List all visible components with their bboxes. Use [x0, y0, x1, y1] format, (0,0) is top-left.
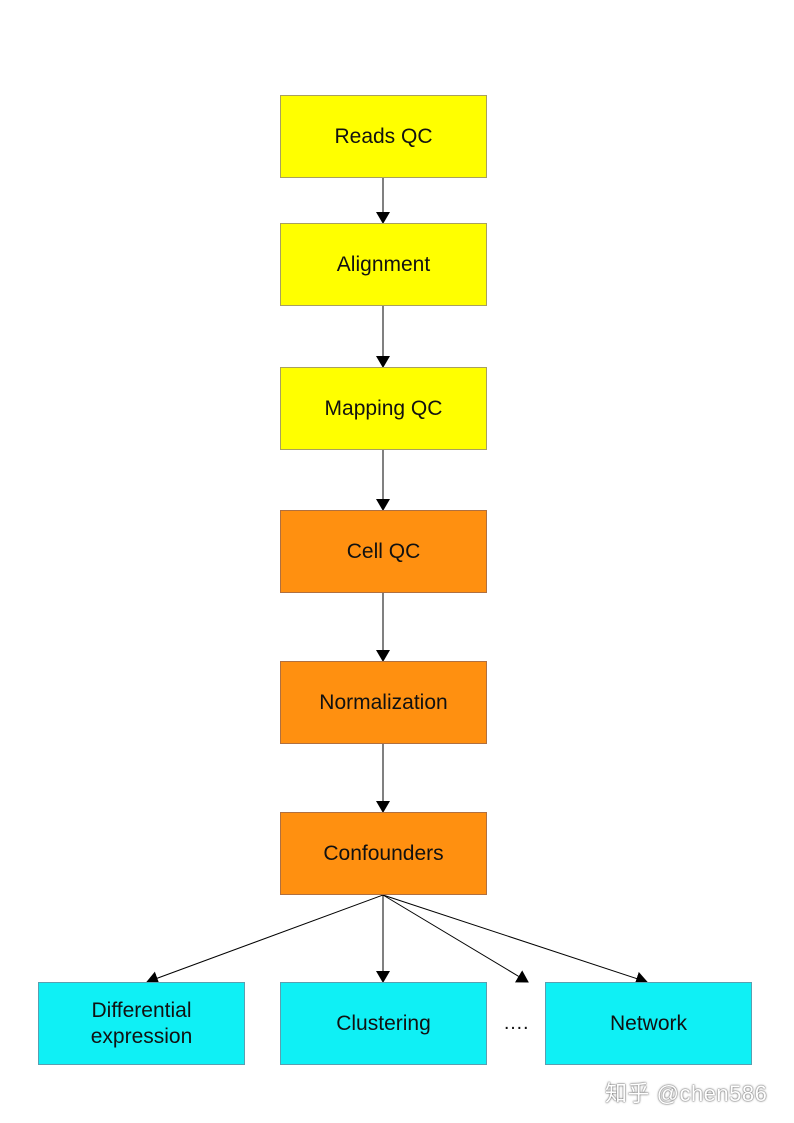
node-mapping-qc: Mapping QC: [280, 367, 487, 450]
node-differential-expression: Differential expression: [38, 982, 245, 1065]
node-cell-qc: Cell QC: [280, 510, 487, 593]
node-normalization-label: Normalization: [319, 690, 448, 714]
node-reads-qc: Reads QC: [280, 95, 487, 178]
node-normalization: Normalization: [280, 661, 487, 744]
node-reads-qc-label: Reads QC: [334, 124, 433, 148]
node-confounders-label: Confounders: [323, 841, 444, 865]
more-analyses-ellipsis: ….: [503, 1012, 529, 1034]
node-network: Network: [545, 982, 752, 1065]
node-differential-line2: expression: [90, 1024, 193, 1048]
node-differential-line1: Differential: [91, 998, 192, 1022]
node-mapping-qc-label: Mapping QC: [324, 396, 443, 420]
watermark: 知乎 @chen586: [605, 1081, 768, 1106]
node-confounders: Confounders: [280, 812, 487, 895]
arrow-confounders-to-ellipsis: [382, 894, 529, 983]
node-alignment-label: Alignment: [336, 252, 431, 276]
node-clustering: Clustering: [280, 982, 487, 1065]
node-clustering-label: Clustering: [336, 1011, 431, 1035]
arrow-confounders-to-network: [382, 894, 648, 986]
node-differential-expression-text: Differential expression: [91, 998, 193, 1050]
node-cell-qc-label: Cell QC: [346, 539, 421, 563]
node-alignment: Alignment: [280, 223, 487, 306]
node-network-label: Network: [609, 1011, 688, 1035]
arrow-confounders-to-differential: [146, 894, 384, 985]
